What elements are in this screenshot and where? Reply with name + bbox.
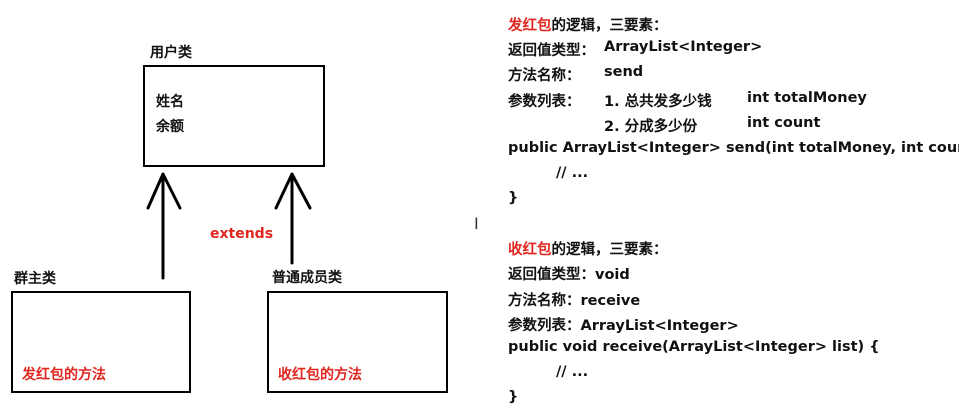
group-owner-title: 群主类 <box>14 271 56 287</box>
receive-heading-rest: 的逻辑，三要素： <box>551 242 668 258</box>
member-arrow-head <box>274 172 312 210</box>
send-params-label: 参数列表： <box>508 94 581 110</box>
receive-method-label: 收红包的方法 <box>278 367 362 383</box>
send-name-value: send <box>604 64 644 80</box>
user-class-box: 姓名 余额 <box>143 65 325 167</box>
send-name-label: 方法名称： <box>508 68 581 84</box>
member-title: 普通成员类 <box>272 270 342 286</box>
receive-return: 返回值类型：void <box>508 267 630 283</box>
send-method-label: 发红包的方法 <box>22 367 106 383</box>
text-cursor-icon: I <box>474 214 479 233</box>
receive-heading: 收红包的逻辑，三要素： <box>508 238 668 259</box>
receive-heading-red: 收红包 <box>508 242 552 258</box>
send-param2-desc: 2. 分成多少份 <box>604 119 698 135</box>
send-signature: public ArrayList<Integer> send(int total… <box>508 140 959 156</box>
send-heading: 发红包的逻辑，三要素： <box>508 14 668 35</box>
user-field-balance: 余额 <box>156 119 184 135</box>
owner-arrow-head <box>146 172 182 210</box>
receive-body: // ... <box>556 364 589 380</box>
send-return-label: 返回值类型： <box>508 43 595 59</box>
user-field-name: 姓名 <box>156 94 184 110</box>
group-owner-box: 发红包的方法 <box>11 291 191 393</box>
receive-name: 方法名称：receive <box>508 293 641 309</box>
send-param2-code: int count <box>747 115 821 131</box>
receive-close: } <box>508 389 519 405</box>
member-box: 收红包的方法 <box>267 291 448 393</box>
receive-params: 参数列表：ArrayList<Integer> <box>508 318 739 334</box>
send-param1-code: int totalMoney <box>747 90 867 106</box>
receive-signature: public void receive(ArrayList<Integer> l… <box>508 339 880 355</box>
extends-label: extends <box>210 226 274 242</box>
send-heading-red: 发红包 <box>508 18 552 34</box>
send-close: } <box>508 190 519 206</box>
send-heading-rest: 的逻辑，三要素： <box>551 18 668 34</box>
send-param1-desc: 1. 总共发多少钱 <box>604 94 712 110</box>
send-return-value: ArrayList<Integer> <box>604 39 763 55</box>
send-body: // ... <box>556 165 589 181</box>
user-class-title: 用户类 <box>150 45 192 61</box>
